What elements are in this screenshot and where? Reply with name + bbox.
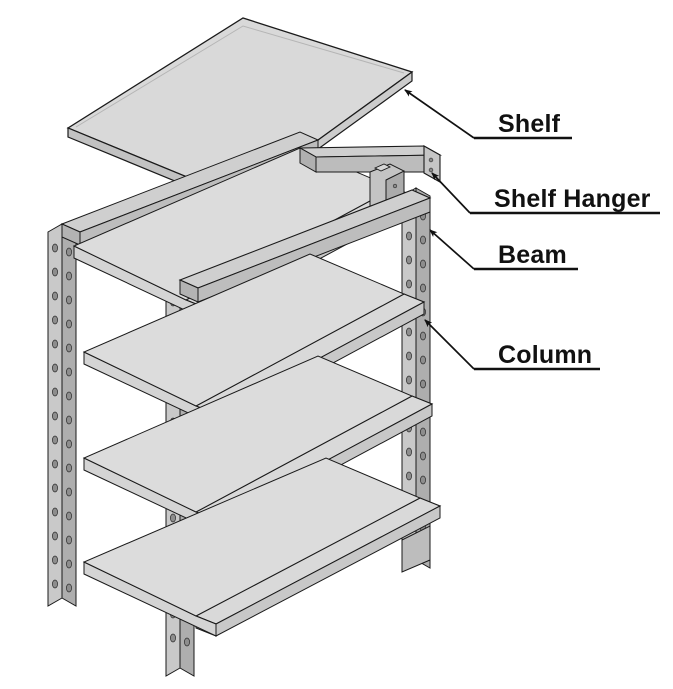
column-front-right	[401, 187, 431, 569]
shelf-level-5	[82, 457, 442, 637]
callout-shelf-hanger: Shelf Hanger	[431, 172, 660, 215]
callout-beam: Beam	[429, 229, 578, 271]
beam-front-top	[178, 189, 432, 303]
label-shelf: Shelf	[498, 110, 561, 138]
column-leader-line	[424, 319, 475, 370]
column-rear-left	[47, 223, 77, 607]
beam-leader-line	[429, 229, 475, 270]
callout-shelf: Shelf	[404, 89, 572, 140]
callout-column: Column	[424, 319, 600, 371]
label-shelf-hanger: Shelf Hanger	[494, 185, 651, 213]
column-foot-front-right	[401, 525, 431, 573]
shelf-hanger-leader-line	[431, 172, 471, 214]
label-beam: Beam	[498, 241, 567, 269]
label-column: Column	[498, 341, 592, 369]
shelf-leader-line	[404, 89, 475, 139]
